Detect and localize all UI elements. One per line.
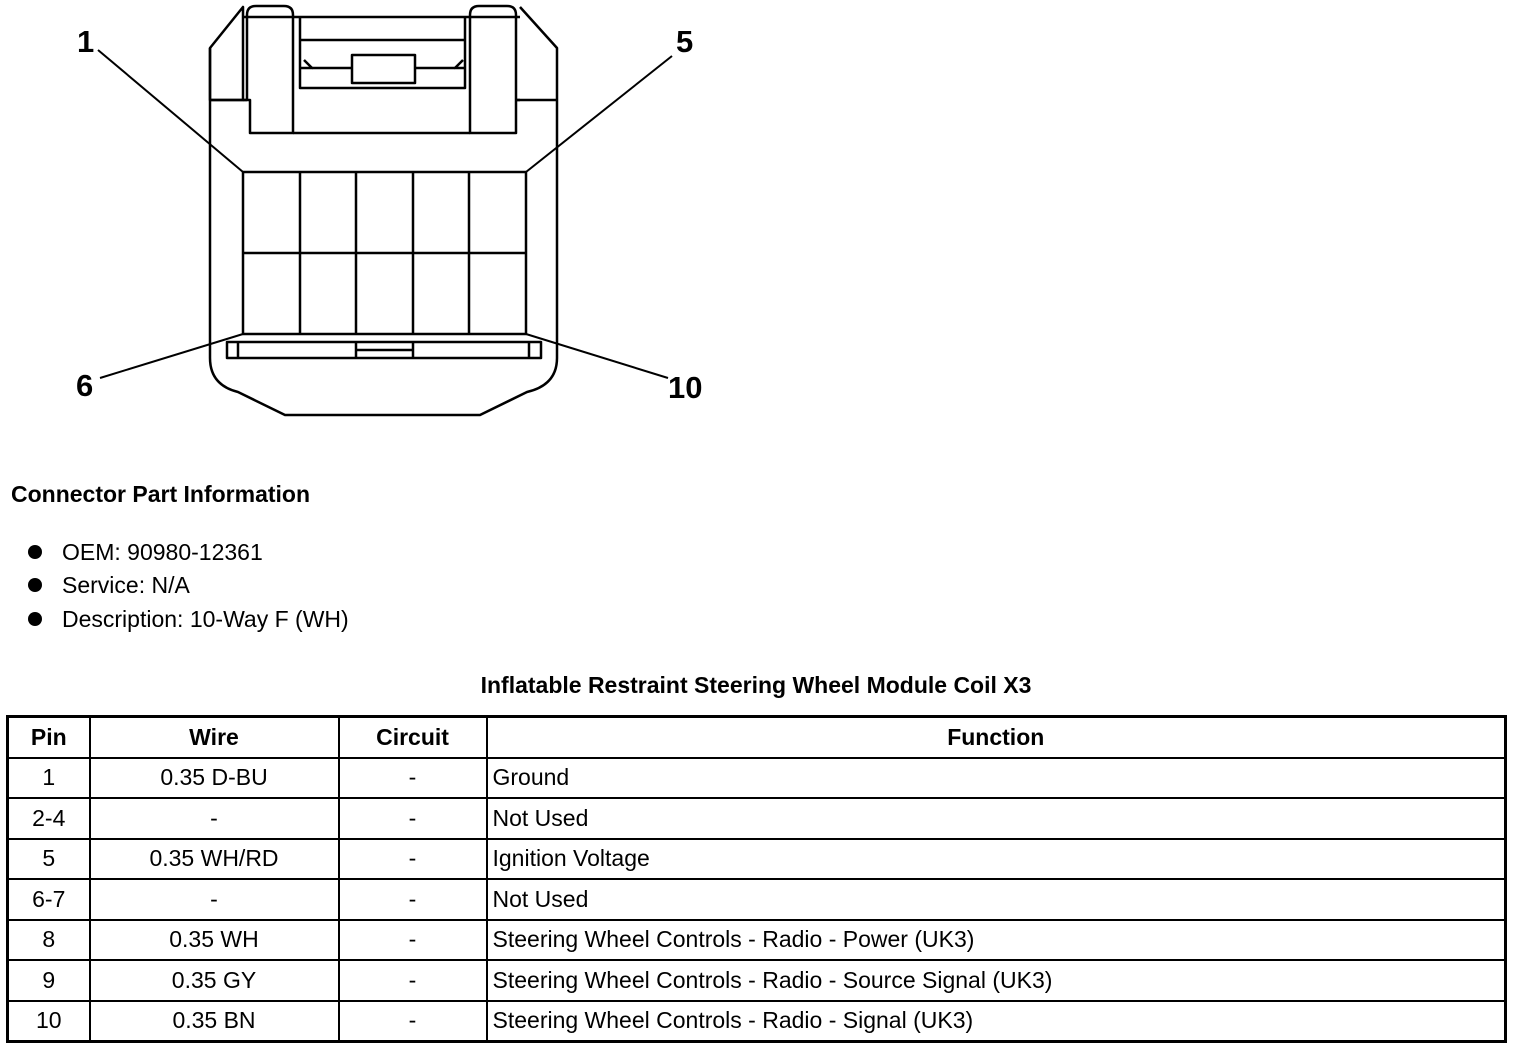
leader-line-pin-6	[99, 333, 244, 379]
cell-pin: 9	[6, 959, 91, 1002]
oem-text: OEM: 90980-12361	[62, 538, 263, 565]
bullet-icon	[28, 611, 42, 626]
header-circuit: Circuit	[337, 715, 488, 759]
cell-function: Not Used	[485, 797, 1507, 840]
header-function: Function	[485, 715, 1507, 759]
cell-circuit: -	[337, 797, 488, 840]
pin-label-1: 1	[77, 24, 94, 59]
connector-face-diagram: 1 5 6 10	[76, 4, 702, 417]
cell-circuit: -	[337, 959, 488, 1002]
bullet-icon	[28, 544, 42, 559]
table-row: 5 0.35 WH/RD - Ignition Voltage	[6, 837, 1507, 880]
right-latch-tab	[468, 4, 520, 135]
cell-wire: 0.35 WH	[88, 918, 340, 961]
connector-housing-outline	[208, 5, 245, 102]
cell-function: Not Used	[485, 878, 1507, 921]
connector-info-list: OEM: 90980-12361 Service: N/A Descriptio…	[28, 535, 349, 636]
bottom-key-rail	[225, 340, 543, 360]
housing-shoulders	[210, 98, 557, 135]
table-row: 8 0.35 WH - Steering Wheel Controls - Ra…	[6, 918, 1507, 961]
cell-pin: 10	[6, 999, 91, 1043]
cell-wire: 0.35 BN	[88, 999, 340, 1043]
bullet-icon	[28, 578, 42, 593]
cell-circuit: -	[337, 918, 488, 961]
connector-info-item-description: Description: 10-Way F (WH)	[28, 602, 349, 636]
pin-table-header-row: Pin Wire Circuit Function	[6, 715, 1507, 759]
cell-wire: -	[88, 797, 340, 840]
left-latch-tab	[243, 4, 295, 135]
cell-circuit: -	[337, 999, 488, 1043]
header-wire: Wire	[88, 715, 340, 759]
header-pin: Pin	[6, 715, 91, 759]
pin-label-6: 6	[76, 368, 93, 403]
cell-pin: 2-4	[6, 797, 91, 840]
description-text: Description: 10-Way F (WH)	[62, 605, 349, 632]
pin-label-5: 5	[676, 24, 693, 59]
leader-line-pin-1	[97, 49, 244, 173]
pin-table-title: Inflatable Restraint Steering Wheel Modu…	[480, 672, 1032, 698]
cell-function: Ignition Voltage	[485, 837, 1507, 880]
cell-function: Steering Wheel Controls - Radio - Signal…	[485, 999, 1507, 1043]
connector-info-heading: Connector Part Information	[11, 481, 311, 507]
cell-function: Steering Wheel Controls - Radio - Power …	[485, 918, 1507, 961]
lock-slot-key	[350, 53, 417, 85]
cell-pin: 1	[6, 756, 91, 799]
table-row: 1 0.35 D-BU - Ground	[6, 756, 1507, 799]
cell-pin: 8	[6, 918, 91, 961]
connector-info-item-service: Service: N/A	[28, 569, 349, 603]
service-text: Service: N/A	[62, 572, 190, 599]
cell-circuit: -	[337, 878, 488, 921]
table-row: 6-7 - - Not Used	[6, 878, 1507, 921]
cell-pin: 5	[6, 837, 91, 880]
lock-slot-frame	[298, 17, 467, 90]
pin-cavity-dividers	[243, 172, 526, 334]
leader-line-pin-5	[525, 55, 673, 173]
cell-function: Ground	[485, 756, 1507, 799]
table-row: 9 0.35 GY - Steering Wheel Controls - Ra…	[6, 959, 1507, 1002]
pin-table: Pin Wire Circuit Function 1 0.35 D-BU - …	[6, 715, 1507, 1043]
cell-wire: 0.35 D-BU	[88, 756, 340, 799]
cell-wire: 0.35 WH/RD	[88, 837, 340, 880]
table-row: 10 0.35 BN - Steering Wheel Controls - R…	[6, 999, 1507, 1043]
cell-circuit: -	[337, 756, 488, 799]
cell-wire: 0.35 GY	[88, 959, 340, 1002]
connector-housing-body	[208, 6, 559, 417]
cell-wire: -	[88, 878, 340, 921]
cell-circuit: -	[337, 837, 488, 880]
leader-line-pin-10	[525, 333, 669, 379]
pin-label-10: 10	[668, 370, 702, 405]
cell-function: Steering Wheel Controls - Radio - Source…	[485, 959, 1507, 1002]
connector-info-item-oem: OEM: 90980-12361	[28, 535, 349, 569]
table-row: 2-4 - - Not Used	[6, 797, 1507, 840]
cell-pin: 6-7	[6, 878, 91, 921]
